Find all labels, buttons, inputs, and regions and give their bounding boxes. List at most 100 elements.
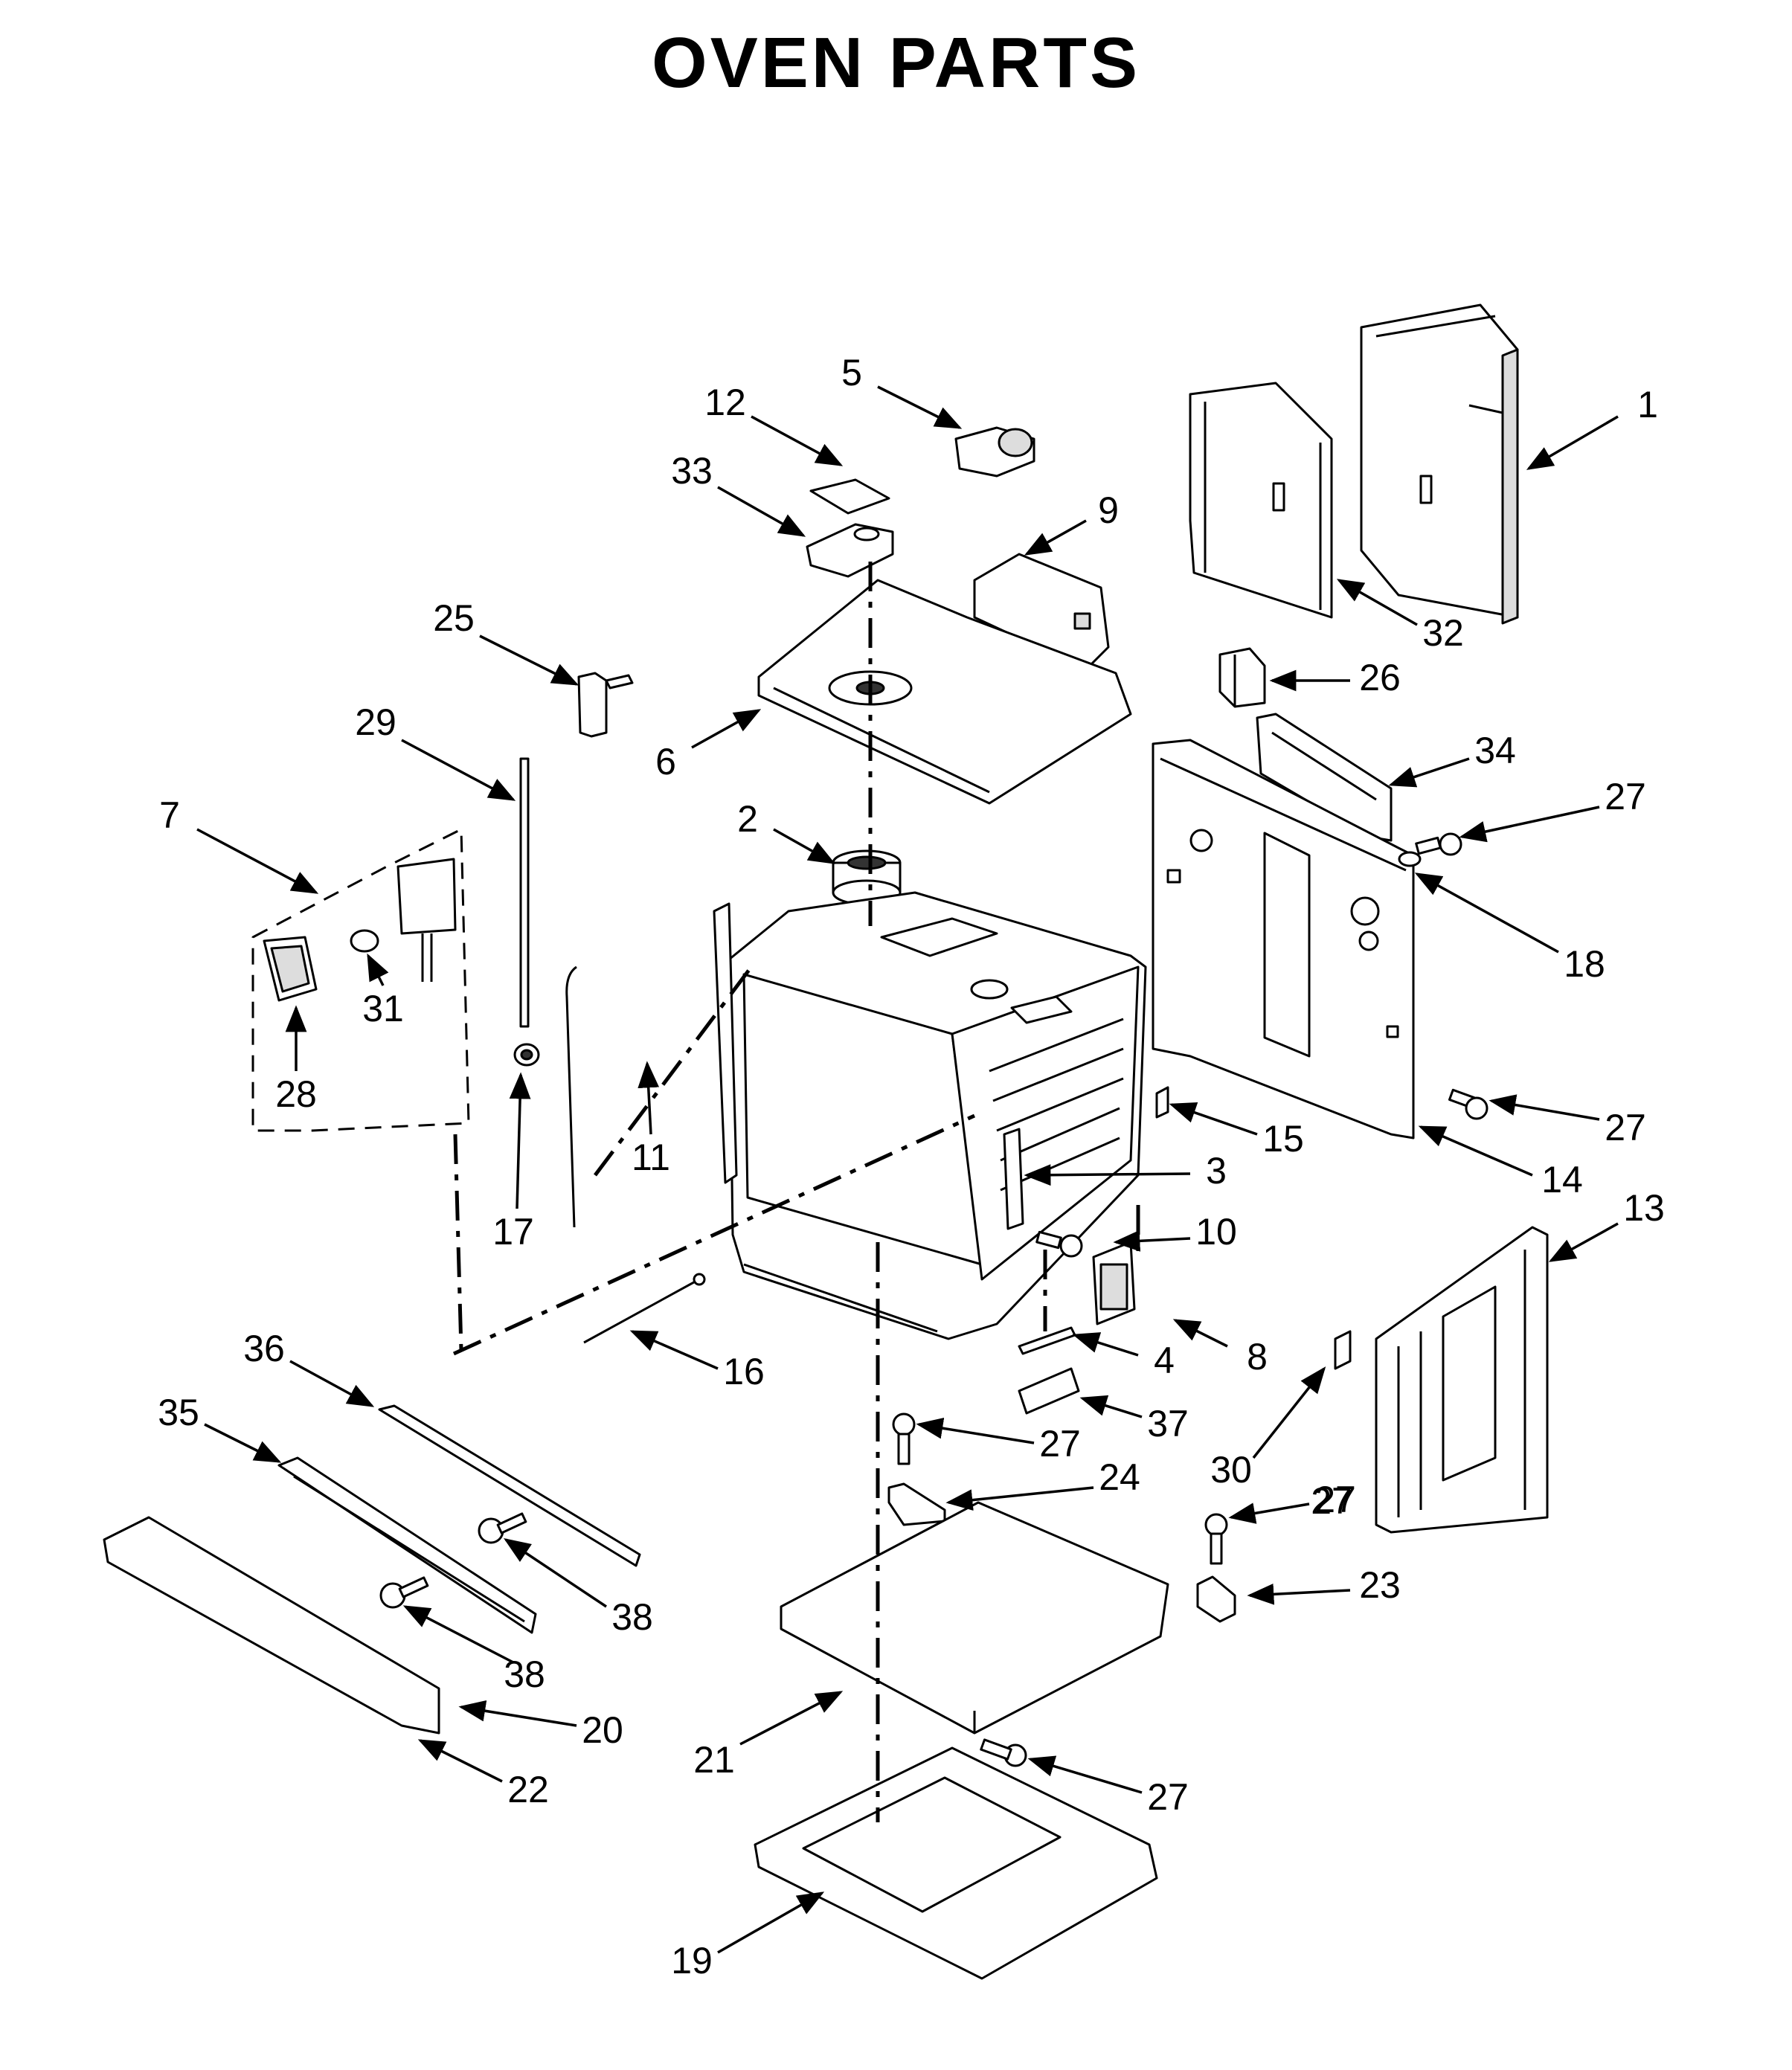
part-27-screw-e (980, 1738, 1027, 1767)
oven-cavity (728, 891, 1147, 1340)
part-4-rail (1018, 1326, 1076, 1355)
leader-arrow-29 (401, 739, 516, 801)
callout-label-34: 34 (1474, 730, 1516, 771)
callout-label-8: 8 (1247, 1336, 1268, 1378)
callout-label-12: 12 (704, 382, 746, 423)
callout-label-30: 30 (1210, 1449, 1252, 1491)
leader-arrow-3 (1024, 1164, 1191, 1186)
part-23-bracket (1196, 1575, 1236, 1623)
callout-label-27: 27 (1039, 1423, 1081, 1465)
callout-label-9: 9 (1098, 489, 1119, 531)
callout-label-27: 27 (1147, 1776, 1189, 1818)
part-37-block (1018, 1367, 1080, 1415)
callout-label-13: 13 (1623, 1187, 1665, 1229)
callout-label-37: 37 (1147, 1403, 1189, 1444)
part-32-rear-inner-panel (1189, 382, 1333, 619)
leader-arrow-27 (1488, 1094, 1600, 1121)
leader-arrow-30 (1252, 1366, 1326, 1459)
leader-arrow-5 (877, 385, 963, 429)
callout-label-31: 31 (362, 988, 404, 1029)
part-27-screw-d (892, 1412, 916, 1465)
callout-label-14: 14 (1541, 1159, 1583, 1200)
leader-arrow-17 (509, 1072, 531, 1209)
callout-label-23: 23 (1359, 1564, 1401, 1606)
callout-label-27: 27 (1605, 776, 1646, 817)
leader-arrow-13 (1548, 1222, 1619, 1262)
part-25-bracket (577, 672, 634, 738)
part-27-screw-c (1204, 1513, 1228, 1565)
part-3-bracket (1003, 1128, 1024, 1230)
leader-arrow-9 (1024, 519, 1087, 556)
leader-arrow-10 (1113, 1230, 1191, 1252)
part-28-display (263, 936, 318, 1002)
part-19-floor-pan (754, 1746, 1158, 1980)
leader-arrow-36 (289, 1360, 375, 1407)
callout-label-4: 4 (1154, 1340, 1175, 1381)
leader-arrow-15 (1169, 1102, 1258, 1136)
part-13-side-panel (1375, 1226, 1549, 1534)
leader-arrow-25 (479, 634, 579, 686)
callout-label-27: 27 (1314, 1479, 1356, 1520)
callout-label-2: 2 (737, 798, 758, 840)
part-27-screw-b (1448, 1088, 1488, 1120)
leader-arrow-18 (1414, 872, 1559, 954)
callout-label-6: 6 (655, 741, 676, 782)
leader-arrow-33 (717, 486, 806, 537)
callout-label-32: 32 (1422, 612, 1464, 654)
leader-arrow-16 (629, 1330, 719, 1370)
part-5-motor (954, 426, 1035, 478)
leader-arrow-38 (504, 1538, 607, 1608)
leader-arrow-1 (1526, 415, 1619, 470)
leader-arrow-14 (1418, 1125, 1533, 1177)
part-6-top-panel (757, 579, 1132, 805)
part-12-cover (809, 478, 890, 515)
callout-label-18: 18 (1564, 943, 1605, 985)
part-15-clip (1155, 1086, 1169, 1119)
part-38-screw-b (379, 1576, 429, 1609)
leader-arrow-7 (196, 828, 319, 894)
callout-label-7: 7 (159, 794, 180, 836)
leader-arrow-20 (458, 1700, 577, 1727)
part-7-board (396, 858, 457, 982)
leader-arrow-27 (1228, 1502, 1310, 1524)
leader-arrow-37 (1079, 1395, 1143, 1418)
callout-label-29: 29 (355, 701, 396, 743)
leader-lines (196, 385, 1619, 1954)
leader-arrow-8 (1172, 1319, 1228, 1348)
leader-arrow-34 (1388, 757, 1470, 788)
callout-label-1: 1 (1637, 384, 1658, 425)
callout-label-26: 26 (1359, 657, 1401, 698)
callout-label-16: 16 (723, 1351, 765, 1392)
callout-label-25: 25 (433, 597, 475, 639)
part-27-screw-a (1415, 832, 1462, 856)
leader-arrow-38 (402, 1605, 514, 1664)
callout-label-11: 11 (632, 1137, 670, 1178)
leader-arrow-19 (717, 1891, 825, 1954)
part-14-rear-wall (1152, 739, 1415, 1140)
leader-arrow-27 (1459, 806, 1600, 843)
callout-label-21: 21 (693, 1739, 735, 1781)
part-11-wire (565, 965, 577, 1228)
callout-label-36: 36 (243, 1328, 285, 1369)
part-16-probe (583, 1273, 706, 1344)
callout-label-28: 28 (275, 1073, 317, 1115)
leader-arrow-31 (367, 953, 389, 986)
callout-label-10: 10 (1195, 1211, 1237, 1253)
part-31-sensor (350, 929, 379, 953)
callout-label-17: 17 (492, 1211, 534, 1253)
center-lines (452, 562, 1140, 1822)
part-30-clip (1334, 1330, 1352, 1370)
leader-arrow-11 (638, 1061, 660, 1135)
callout-label-22: 22 (507, 1769, 549, 1810)
leader-arrow-21 (739, 1691, 844, 1746)
part-17-knob (513, 1043, 540, 1067)
leader-arrow-4 (1072, 1332, 1139, 1357)
callout-labels: 1234567891011121314151617181920212223242… (158, 352, 1665, 1981)
callout-label-19: 19 (671, 1940, 713, 1981)
part-18-grommet (1398, 851, 1422, 867)
leader-arrow-2 (773, 828, 836, 864)
leader-arrow-23 (1247, 1583, 1351, 1605)
part-34-bracket (1256, 713, 1393, 842)
leader-arrow-35 (204, 1423, 282, 1463)
